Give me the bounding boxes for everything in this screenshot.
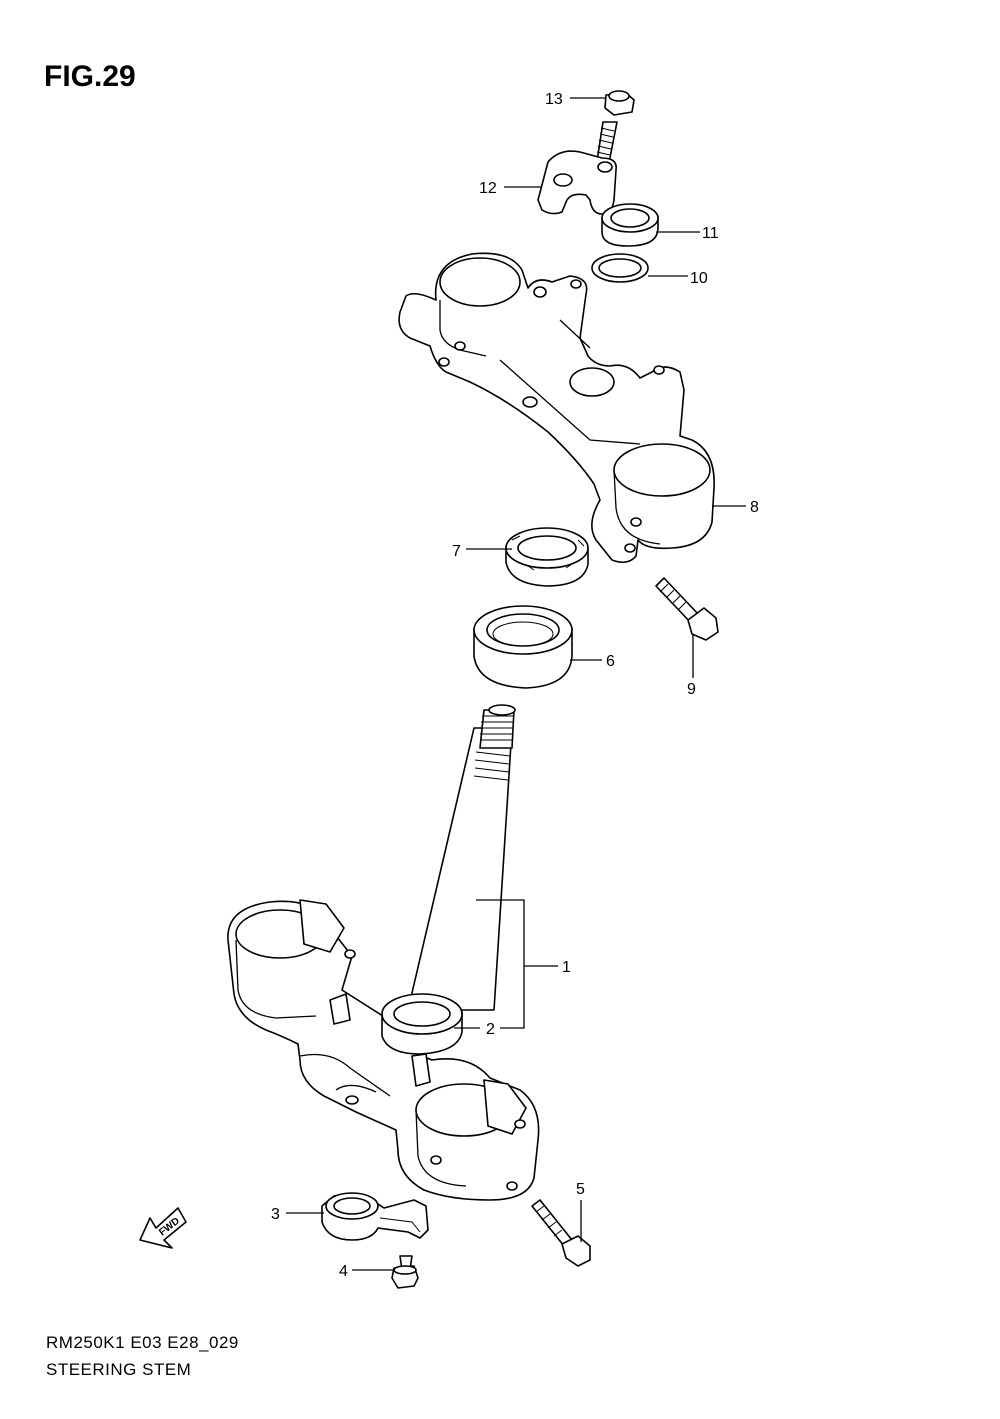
- lower-bracket-drawing[interactable]: [227, 899, 540, 1201]
- leader-lines: [286, 97, 746, 1271]
- callout-labels: 13 12 11 10 8 7 6 9 1 2 5 3 4: [271, 91, 759, 1280]
- washer-drawing[interactable]: [591, 253, 649, 283]
- callout-6: 6: [606, 653, 615, 670]
- upper-bracket-bolt-drawing[interactable]: [655, 577, 719, 641]
- callout-2: 2: [486, 1021, 495, 1038]
- steering-stem-drawing[interactable]: [407, 704, 516, 1011]
- callout-7: 7: [452, 543, 461, 560]
- lower-bracket-bolt-drawing[interactable]: [531, 1199, 591, 1267]
- callout-5: 5: [576, 1181, 585, 1198]
- callout-10: 10: [690, 270, 708, 287]
- handlebar-holder-drawing[interactable]: [537, 150, 618, 215]
- clamp-bolt-drawing[interactable]: [391, 1255, 419, 1289]
- callout-9: 9: [687, 681, 696, 698]
- figure-caption: STEERING STEM: [46, 1360, 192, 1379]
- callout-3: 3: [271, 1206, 280, 1223]
- dust-seal-drawing[interactable]: [381, 993, 463, 1055]
- callout-4: 4: [339, 1263, 348, 1280]
- forward-arrow-icon: FWD: [139, 1207, 187, 1249]
- figure-title: FIG.29: [44, 60, 136, 93]
- cable-guide-clamp-drawing[interactable]: [321, 1192, 429, 1241]
- holder-bolt-drawing[interactable]: [595, 90, 635, 169]
- callout-8: 8: [750, 499, 759, 516]
- callout-11: 11: [702, 225, 719, 242]
- handlebar-damper-drawing[interactable]: [601, 203, 659, 247]
- steering-stem-nut-drawing[interactable]: [505, 527, 589, 587]
- callout-12: 12: [479, 180, 497, 197]
- drawing-code: RM250K1 E03 E28_029: [46, 1333, 239, 1352]
- callout-13: 13: [545, 91, 563, 108]
- bearing-drawing[interactable]: [473, 605, 573, 689]
- upper-bracket-drawing[interactable]: [398, 252, 715, 564]
- callout-1: 1: [562, 959, 571, 976]
